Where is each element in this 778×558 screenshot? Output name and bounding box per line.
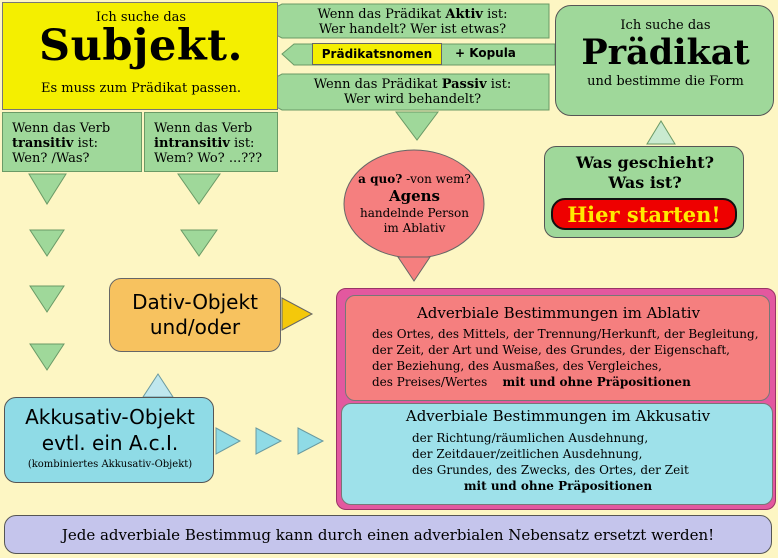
dativ-line1: Dativ-Objekt: [132, 290, 258, 314]
ablativ-title: Adverbiale Bestimmungen im Ablativ: [416, 304, 701, 322]
praedikat-box: Ich suche das Prädikat und bestimme die …: [555, 5, 774, 116]
akkusativ-list: der Richtung/räumlichen Ausdehnung, der …: [342, 430, 774, 494]
ablativ-line: der Zeit, der Art und Weise, des Grundes…: [372, 343, 730, 357]
agens-title: Agens: [388, 187, 441, 205]
akkusativ-title: Adverbiale Bestimmungen im Akkusativ: [405, 407, 711, 425]
agens-line1: handelnde Person: [359, 206, 470, 220]
passiv-line1: Wenn das Prädikat Passiv ist:: [285, 77, 540, 92]
passiv-down-triangle: [395, 111, 439, 141]
agens-line2: im Ablativ: [383, 221, 446, 235]
intransitiv-suffix: ist:: [229, 136, 255, 151]
trans-triangle-2: [29, 229, 65, 257]
aktiv-keyword: Aktiv: [445, 7, 483, 22]
praedikat-prefix: Ich suche das: [620, 18, 711, 33]
akkusativ-box: Adverbiale Bestimmungen im Akkusativ der…: [341, 403, 773, 505]
start-box: Was geschieht? Was ist? Hier starten!: [544, 146, 744, 238]
aktiv-suffix: ist:: [482, 7, 508, 22]
trans-triangle-1: [28, 173, 67, 205]
ablativ-line: des Ortes, des Mittels, der Trennung/Her…: [372, 327, 759, 341]
ablativ-box: Adverbiale Bestimmungen im Ablativ des O…: [345, 295, 770, 401]
praedikat-title: Prädikat: [581, 32, 750, 73]
akk-right-triangle-3: [297, 427, 325, 455]
praedikat-up-triangle: [646, 120, 676, 145]
akkusativ-emphasis: mit und ohne Präpositionen: [463, 479, 653, 493]
akkusativ-objekt-note: (kombiniertes Akkusativ-Objekt): [27, 459, 193, 470]
ablativ-line: der Beziehung, des Ausmaßes, des Verglei…: [372, 359, 662, 373]
intransitiv-line2: intransitiv ist:: [154, 136, 277, 151]
akkusativ-line: der Richtung/räumlichen Ausdehnung,: [412, 431, 649, 445]
start-questions: Was geschieht? Was ist?: [545, 153, 745, 193]
agens-question-suffix: -von wem?: [402, 172, 471, 186]
praedikatsnomen-box: Prädikatsnomen: [312, 43, 442, 65]
intrans-triangle-1: [177, 173, 221, 205]
intrans-triangle-2: [180, 229, 218, 257]
agens-down-triangle: [397, 256, 431, 282]
trans-triangle-3: [29, 285, 65, 313]
verb-intransitiv-box: Wenn das Verb intransitiv ist: Wem? Wo? …: [144, 112, 278, 172]
adverbiale-bestimmungen-group: Adverbiale Bestimmungen im Ablativ des O…: [336, 288, 776, 510]
verb-transitiv-box: Wenn das Verb transitiv ist: Wen? /Was?: [2, 112, 142, 172]
trans-triangle-4: [29, 343, 65, 371]
aktiv-question: Wer handelt? Wer ist etwas?: [318, 22, 507, 37]
subjekt-title: Subjekt.: [39, 21, 243, 71]
intransitiv-keyword: intransitiv: [154, 136, 230, 151]
akkusativ-objekt-line2: evtl. ein A.c.I.: [41, 431, 179, 455]
aktiv-prefix: Wenn das Prädikat: [317, 7, 446, 22]
akk-right-triangle-1: [215, 427, 242, 455]
akkusativ-line: des Grundes, des Zwecks, des Ortes, der …: [412, 463, 689, 477]
subjekt-prefix: Ich suche das: [95, 10, 187, 25]
akkusativ-objekt-line1: Akkusativ-Objekt: [25, 405, 195, 429]
ablativ-list: des Ortes, des Mittels, der Trennung/Her…: [372, 326, 767, 390]
intransitiv-line1: Wenn das Verb: [154, 121, 253, 136]
akkusativ-objekt-box: Akkusativ-Objekt evtl. ein A.c.I. (kombi…: [4, 397, 214, 483]
akk-right-triangle-2: [255, 427, 283, 455]
start-question-1: Was geschieht?: [576, 153, 714, 172]
agens-question: a quo?: [358, 172, 403, 186]
transitiv-line2: transitiv ist:: [12, 136, 141, 151]
dativ-objekt-box: Dativ-Objekt und/oder: [109, 278, 281, 352]
footer-note: Jede adverbiale Bestimmug kann durch ein…: [4, 515, 772, 554]
ablativ-last-line: des Preises/Wertes mit und ohne Präposit…: [372, 374, 767, 390]
transitiv-suffix: ist:: [73, 136, 99, 151]
ablativ-emphasis: mit und ohne Präpositionen: [502, 375, 691, 389]
passiv-prefix: Wenn das Prädikat: [313, 77, 442, 92]
akk-up-triangle: [142, 373, 174, 398]
akkusativ-objekt-title: Akkusativ-Objekt evtl. ein A.c.I.: [5, 404, 215, 456]
transitiv-keyword: transitiv: [12, 136, 74, 151]
passiv-keyword: Passiv: [441, 77, 487, 92]
subjekt-box: Ich suche das Subjekt. Es muss zum Prädi…: [2, 2, 278, 110]
passiv-suffix: ist:: [486, 77, 512, 92]
intransitiv-questions: Wem? Wo? ...???: [154, 151, 263, 166]
aktiv-text: Wenn das Prädikat Aktiv ist: Wer handelt…: [285, 7, 540, 37]
akkusativ-line: der Zeitdauer/zeitlichen Ausdehnung,: [412, 447, 643, 461]
agens-question-line: a quo? -von wem?: [347, 172, 482, 187]
start-question-2: Was ist?: [608, 173, 682, 192]
praedikat-note: und bestimme die Form: [587, 74, 744, 89]
dativ-right-arrow: [281, 297, 314, 331]
passiv-text: Wenn das Prädikat Passiv ist: Wer wird b…: [285, 77, 540, 107]
hier-starten-button[interactable]: Hier starten!: [551, 198, 737, 230]
ablativ-line: des Preises/Wertes: [372, 375, 488, 389]
transitiv-questions: Wen? /Was?: [12, 151, 90, 166]
subjekt-note: Es muss zum Prädikat passen.: [41, 81, 241, 96]
passiv-question: Wer wird behandelt?: [343, 92, 482, 107]
aktiv-line1: Wenn das Prädikat Aktiv ist:: [285, 7, 540, 22]
transitiv-line1: Wenn das Verb: [12, 121, 111, 136]
agens-text: a quo? -von wem? Agens handelnde Person …: [347, 172, 482, 236]
kopula-label: + Kopula: [455, 46, 516, 60]
dativ-line2: und/oder: [149, 315, 241, 339]
